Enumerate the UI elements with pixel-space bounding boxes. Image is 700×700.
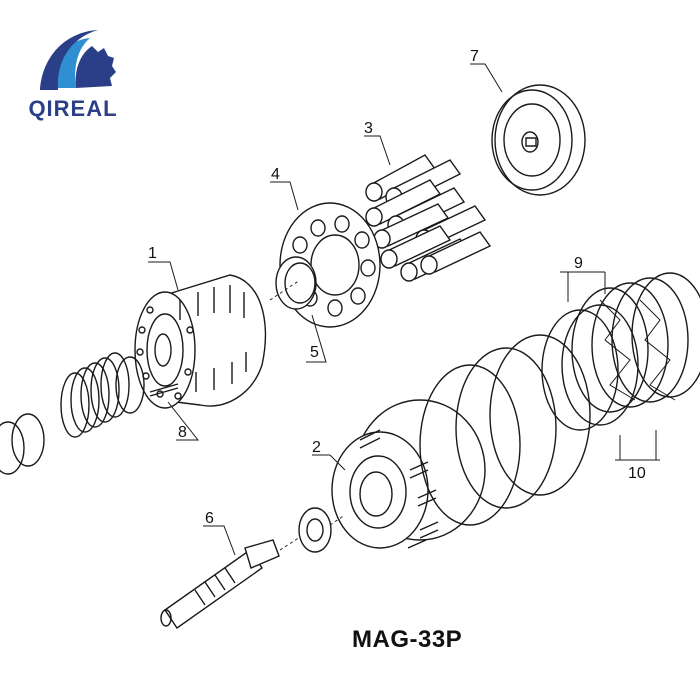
callout-1: 1 xyxy=(148,245,157,262)
bearing xyxy=(298,507,332,553)
logo-gear xyxy=(75,46,116,88)
callout-3: 3 xyxy=(364,120,373,137)
part-1-cylinder-block xyxy=(134,274,267,409)
part-10-separator-plates xyxy=(541,304,639,431)
callout-4: 4 xyxy=(271,166,280,183)
qireal-logo xyxy=(40,30,116,90)
snap-ring xyxy=(0,356,145,475)
part-3-pistons xyxy=(365,154,492,282)
part-7-end-plate xyxy=(491,84,586,196)
callout-5: 5 xyxy=(310,344,319,361)
brand-name: QIREAL xyxy=(28,96,118,121)
spring xyxy=(60,352,130,438)
callout-8: 8 xyxy=(178,424,187,441)
callout-10: 10 xyxy=(628,465,646,482)
callout-6: 6 xyxy=(205,510,214,527)
callout-9: 9 xyxy=(574,255,583,272)
logo-arc xyxy=(40,30,98,90)
part-2-housing xyxy=(331,399,486,549)
seal-rings xyxy=(419,334,591,526)
callout-2: 2 xyxy=(312,439,321,456)
logo-swoosh xyxy=(48,38,90,88)
axis-lines xyxy=(269,279,346,551)
callout-7: 7 xyxy=(470,48,479,65)
model-label: MAG-33P xyxy=(352,626,463,653)
part-9-friction-plates xyxy=(571,272,700,413)
leader-lines xyxy=(148,63,660,556)
part-6-shaft xyxy=(160,539,280,629)
part-8-pin xyxy=(149,383,179,397)
